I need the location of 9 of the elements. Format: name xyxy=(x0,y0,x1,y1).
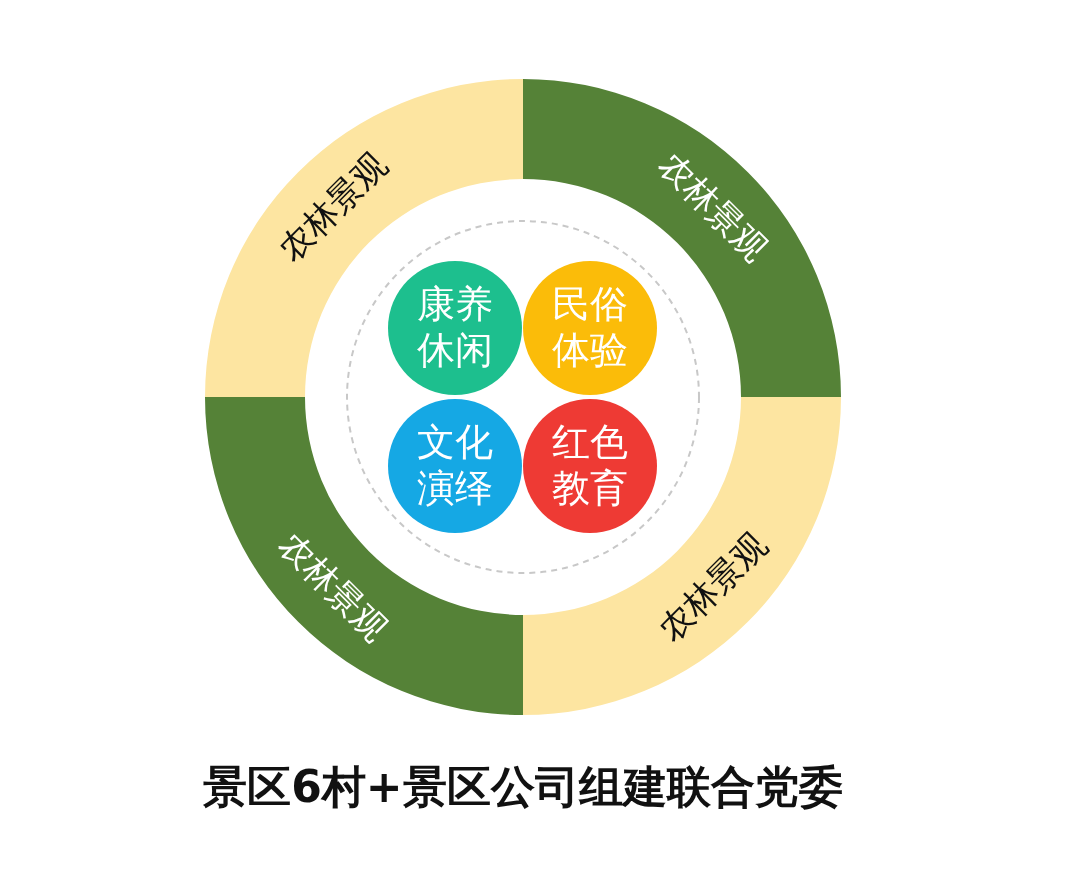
segment-label: 农林景观 xyxy=(272,525,395,648)
segment-label: 农林景观 xyxy=(651,146,774,269)
topic-label: 文化演绎 xyxy=(416,420,494,512)
segment-label: 农林景观 xyxy=(651,525,774,648)
topic-label: 康养休闲 xyxy=(416,282,494,374)
topic-label: 民俗体验 xyxy=(551,282,629,374)
caption: 景区6村+景区公司组建联合党委 xyxy=(202,760,844,814)
topic-label: 红色教育 xyxy=(551,420,629,512)
segment-label: 农林景观 xyxy=(272,146,395,269)
